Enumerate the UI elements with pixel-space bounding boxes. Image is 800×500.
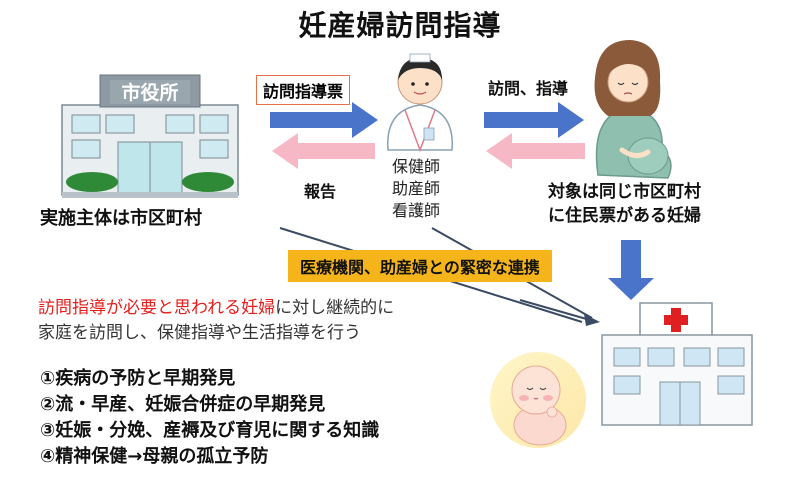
city-hall-icon [61,74,239,198]
target-line-2: に住民票がある妊婦 [548,206,701,226]
baby-icon [490,352,586,448]
target-line-1: 対象は同じ市区町村 [548,182,701,202]
down-arrow [608,240,654,300]
report-label: 報告 [304,182,337,201]
pregnant-woman-icon [594,40,672,179]
role-item: 看護師 [392,201,441,220]
goal-item: ④精神保健→母親の孤立予防 [40,446,269,467]
roles-list: 保健師 助産師 看護師 [392,156,456,222]
goal-item: ③妊娠・分娩、産褥及び育児に関する知識 [40,420,380,441]
request-arrow [270,102,378,138]
role-item: 保健師 [392,157,441,176]
feedback-arrow [486,133,585,169]
visit-arrow [484,102,584,138]
target-caption: 対象は同じ市区町村 に住民票がある妊婦 [548,180,701,228]
hospital-icon [601,302,753,426]
description: 訪問指導が必要と思われる妊婦に対し継続的に 家庭を訪問し、保健指導や生活指導を行… [38,296,394,346]
page-title: 妊産婦訪問指導 [298,9,502,42]
description-highlight: 訪問指導が必要と思われる妊婦 [38,298,276,318]
visit-ticket-label: 訪問指導票 [256,75,351,105]
nurse-icon [387,53,453,153]
implementer-caption: 実施主体は市区町村 [40,208,202,229]
connector-arrowhead [584,314,600,326]
description-line-1-rest: に対し継続的に [275,298,395,318]
goal-item: ②流・早産、妊娠合併症の早期発見 [40,394,326,415]
report-arrow [272,133,375,169]
goals-list: ①疾病の予防と早期発見 ②流・早産、妊娠合併症の早期発見 ③妊娠・分娩、産褥及び… [40,366,379,470]
goal-item: ①疾病の予防と早期発見 [40,368,236,389]
collaboration-banner: 医療機関、助産婦との緊密な連携 [288,250,552,282]
city-hall-sign: 市役所 [121,82,179,104]
role-item: 助産師 [392,179,441,198]
description-line-2: 家庭を訪問し、保健指導や生活指導を行う [38,323,361,343]
visit-guidance-label: 訪問、指導 [488,79,569,98]
